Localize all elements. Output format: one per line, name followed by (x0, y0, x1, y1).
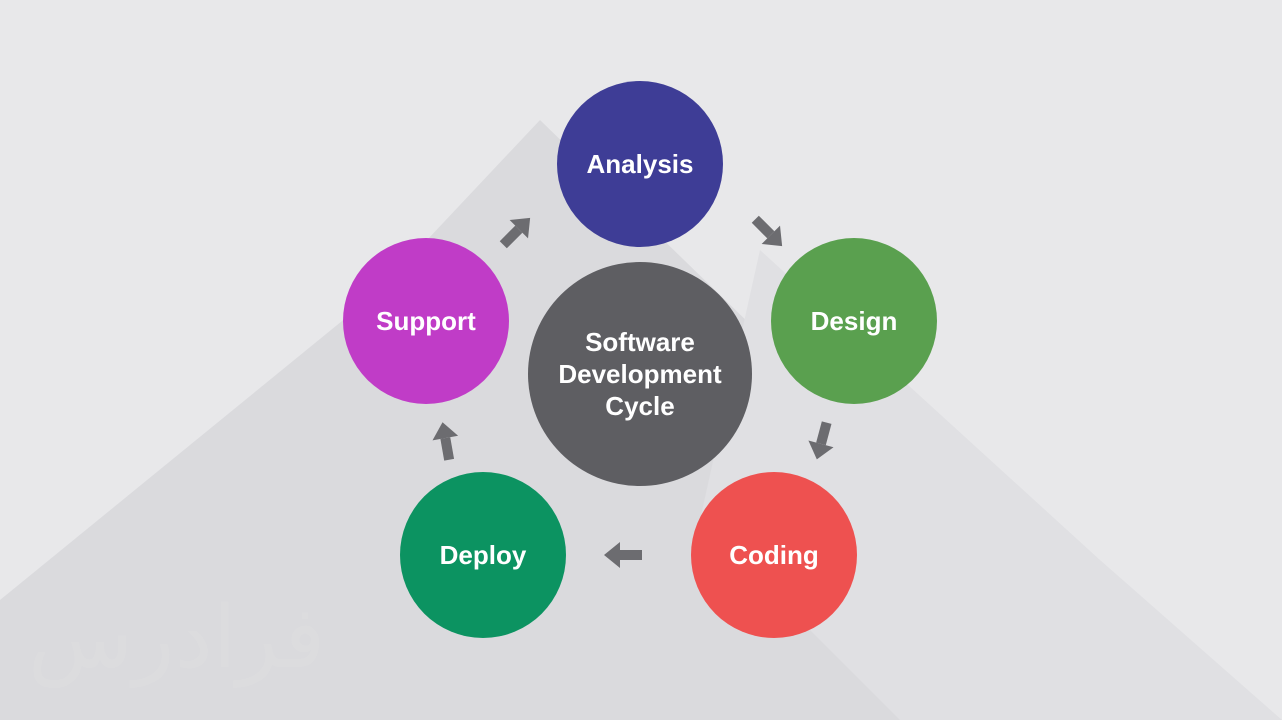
stage-design-label: Design (810, 305, 898, 336)
stage-analysis-circle: Analysis (557, 81, 723, 247)
stage-coding-circle: Coding (691, 472, 857, 638)
arrow-support-to-analysis (499, 217, 531, 249)
stage-coding-label: Coding (729, 539, 819, 570)
stage-analysis-label: Analysis (586, 148, 694, 179)
center-title-line-2: Development (558, 359, 722, 389)
arrow-analysis-to-design (751, 215, 783, 247)
stage-support-circle: Support (343, 238, 509, 404)
watermark-logo: فرادرس (28, 588, 326, 688)
stage-deploy-label: Deploy (439, 539, 527, 570)
center-title-line-1: Software (585, 327, 695, 357)
stage-deploy-circle: Deploy (400, 472, 566, 638)
arrow-design-to-coding (808, 421, 834, 460)
center-title-circle: Software Development Cycle (528, 262, 752, 486)
stage-support-label: Support (376, 305, 476, 336)
arrow-deploy-to-support (432, 422, 459, 461)
center-title-line-3: Cycle (605, 391, 675, 421)
arrow-coding-to-deploy (604, 542, 642, 568)
stage-design-circle: Design (771, 238, 937, 404)
